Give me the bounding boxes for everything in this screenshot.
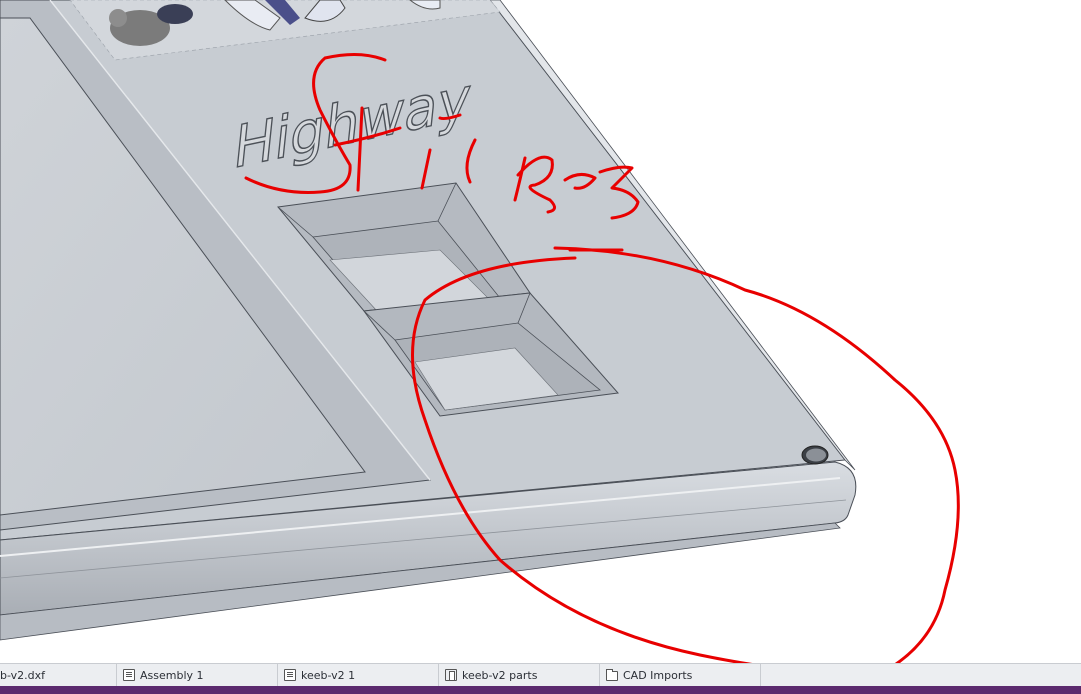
sticker-art <box>109 0 441 46</box>
tab-label: CAD Imports <box>623 668 693 682</box>
tab-label: b-v2.dxf <box>0 668 46 682</box>
annotation-circle <box>411 246 960 663</box>
tab-keeb-v2-1[interactable]: keeb-v2 1 <box>278 664 439 686</box>
model-render: Highway <box>0 0 960 663</box>
document-tab-bar: b-v2.dxf Assembly 1 keeb-v2 1 keeb-v2 pa… <box>0 663 1081 694</box>
switch-cutout-upper <box>277 182 531 313</box>
folder-icon <box>606 669 618 681</box>
tab-keeb-v2-parts[interactable]: keeb-v2 parts <box>439 664 600 686</box>
tab-assembly-1[interactable]: Assembly 1 <box>117 664 278 686</box>
tab-bar-accent <box>0 686 1081 694</box>
switch-cutout-lower <box>363 292 619 417</box>
left-pocket-floor <box>0 17 366 516</box>
cad-viewport[interactable]: Highway <box>0 0 1081 663</box>
part-studio-icon <box>284 669 296 681</box>
tab-cad-imports[interactable]: CAD Imports <box>600 664 761 686</box>
parts-icon <box>445 669 457 681</box>
plate-bottom <box>0 522 841 641</box>
tab-dxf[interactable]: b-v2.dxf <box>0 664 117 686</box>
annotation-stickers <box>244 53 640 252</box>
tab-label: keeb-v2 1 <box>301 668 356 682</box>
tab-label: Assembly 1 <box>140 668 204 682</box>
tab-label: keeb-v2 parts <box>462 668 538 682</box>
assembly-icon <box>123 669 135 681</box>
plate-right-bevel <box>489 0 856 471</box>
